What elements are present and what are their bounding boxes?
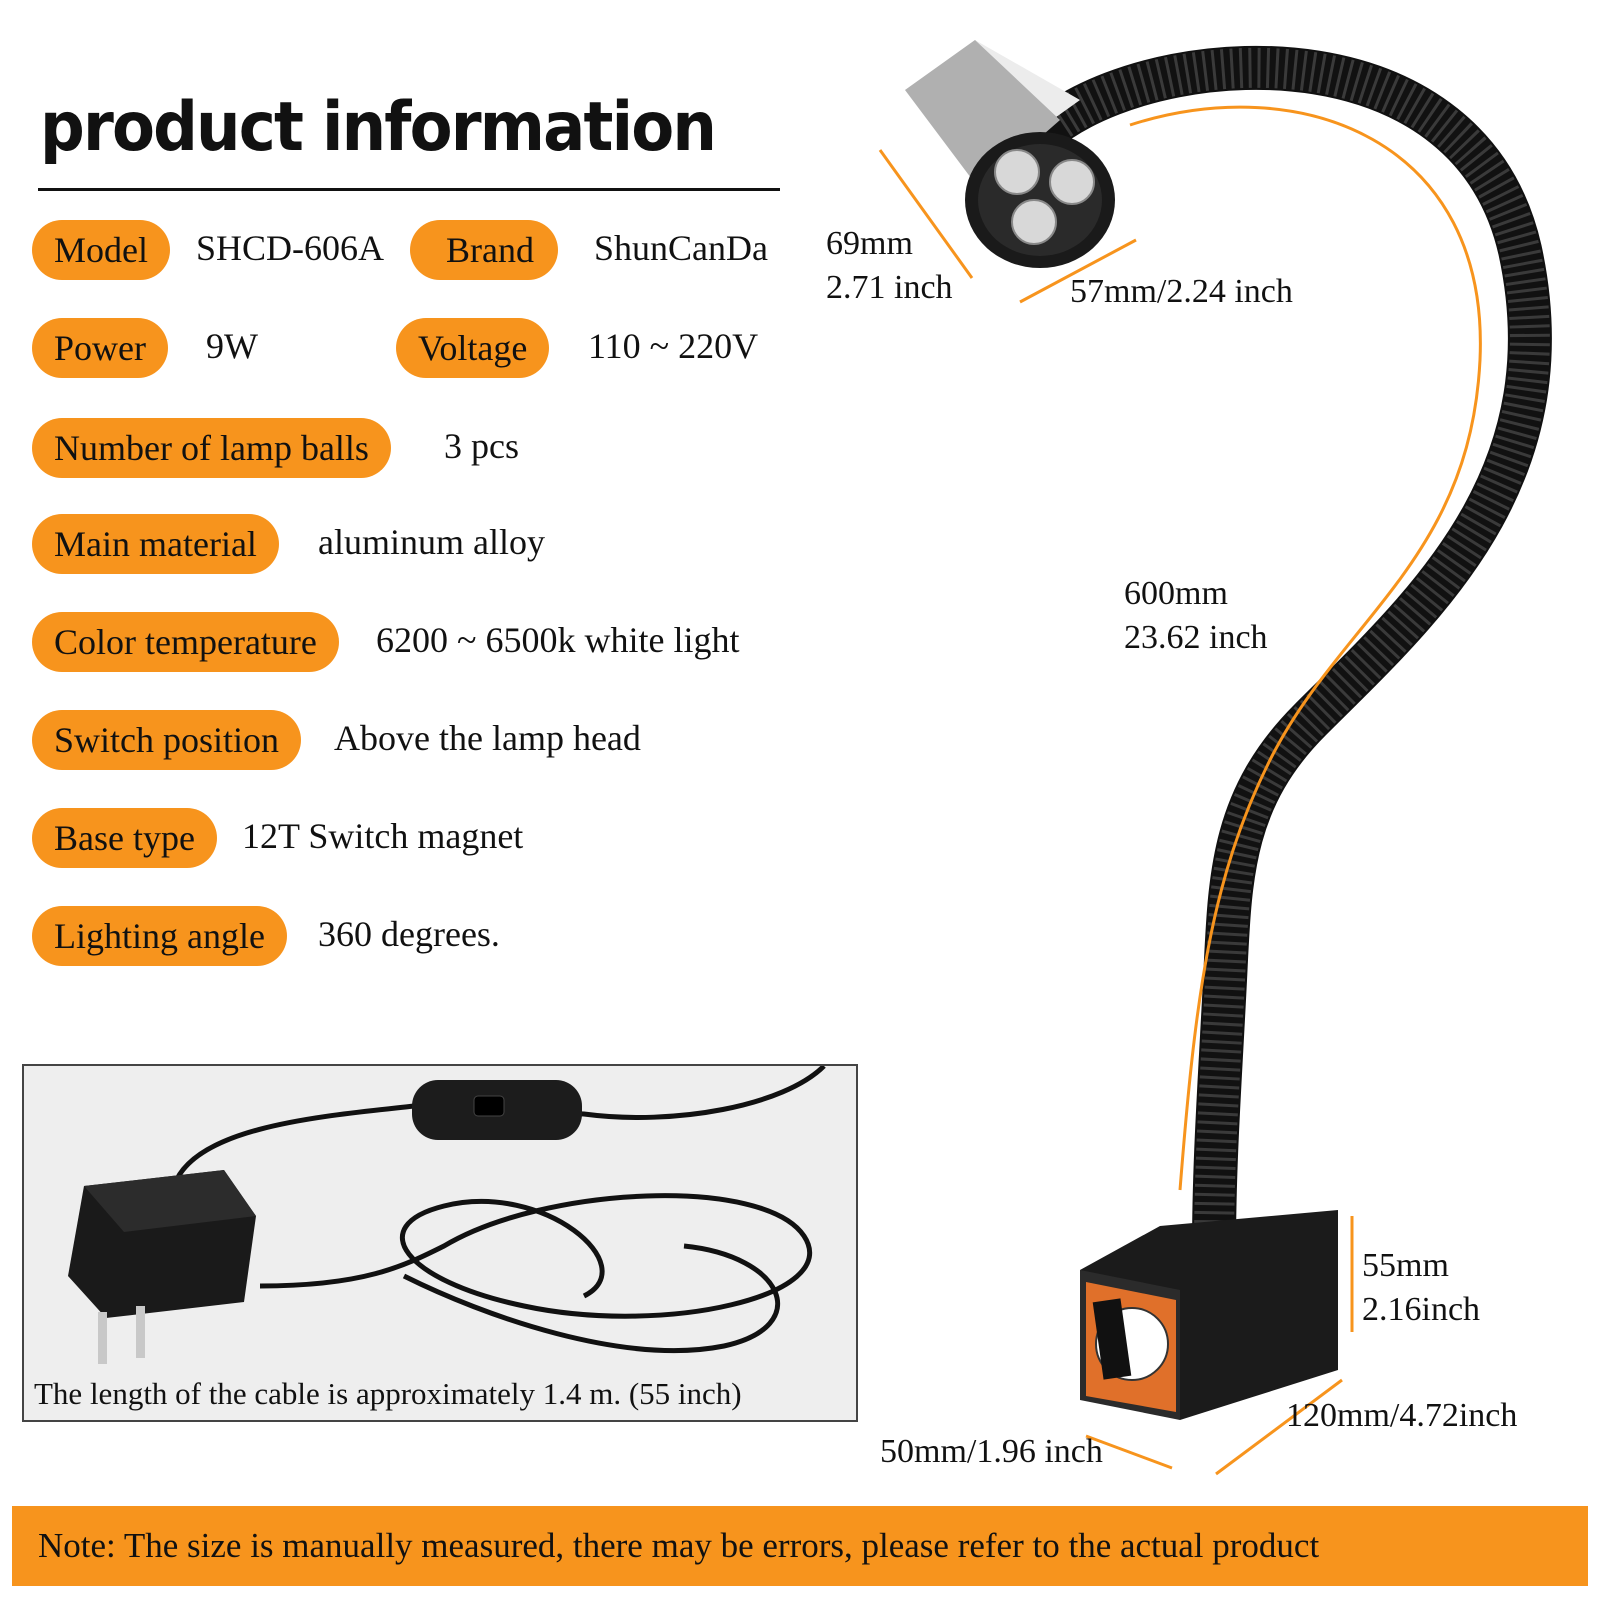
base-length: 120mm/4.72inch <box>1286 1397 1518 1434</box>
head-length-mm: 69mm <box>826 225 913 262</box>
head-length-in: 2.71 inch <box>826 269 953 306</box>
lighting-angle-label: Lighting angle <box>32 906 287 966</box>
base-height-mm: 55mm <box>1362 1247 1449 1284</box>
voltage-value: 110 ~ 220V <box>588 326 759 366</box>
voltage-label: Voltage <box>396 318 550 378</box>
power-label: Power <box>32 318 168 378</box>
lamp-head-illustration <box>905 40 1115 268</box>
model-label: Model <box>32 220 170 280</box>
title-underline <box>38 188 780 191</box>
color-temp-label: Color temperature <box>32 612 339 672</box>
note-bar: Note: The size is manually measured, the… <box>12 1506 1588 1586</box>
base-width: 50mm/1.96 inch <box>880 1433 1103 1470</box>
page-title: product information <box>40 88 717 167</box>
lamp-balls-label: Number of lamp balls <box>32 418 391 478</box>
power-value: 9W <box>206 326 258 366</box>
switch-position-label: Switch position <box>32 710 302 770</box>
hose-length-in: 23.62 inch <box>1124 619 1268 656</box>
switch-position-value: Above the lamp head <box>334 718 641 758</box>
cable-caption: The length of the cable is approximately… <box>34 1376 742 1411</box>
material-value: aluminum alloy <box>318 522 545 562</box>
base-height-in: 2.16inch <box>1362 1291 1481 1328</box>
lighting-angle-value: 360 degrees. <box>318 914 500 954</box>
head-diameter: 57mm/2.24 inch <box>1070 273 1293 310</box>
power-adapter-illustration <box>68 1066 826 1364</box>
base-type-value: 12T Switch magnet <box>242 816 524 856</box>
brand-value: ShunCanDa <box>594 228 768 268</box>
material-label: Main material <box>32 514 279 574</box>
lamp-balls-value: 3 pcs <box>444 426 519 466</box>
base-type-label: Base type <box>32 808 217 868</box>
model-value: SHCD-606A <box>196 228 385 268</box>
hose-length-mm: 600mm <box>1124 575 1228 612</box>
magnetic-base-illustration <box>1080 1210 1338 1420</box>
color-temp-value: 6200 ~ 6500k white light <box>376 620 740 660</box>
cable-photo: The length of the cable is approximately… <box>22 1064 858 1422</box>
gooseneck-hose-illustration <box>1038 45 1552 1272</box>
brand-label: Brand <box>410 220 558 280</box>
